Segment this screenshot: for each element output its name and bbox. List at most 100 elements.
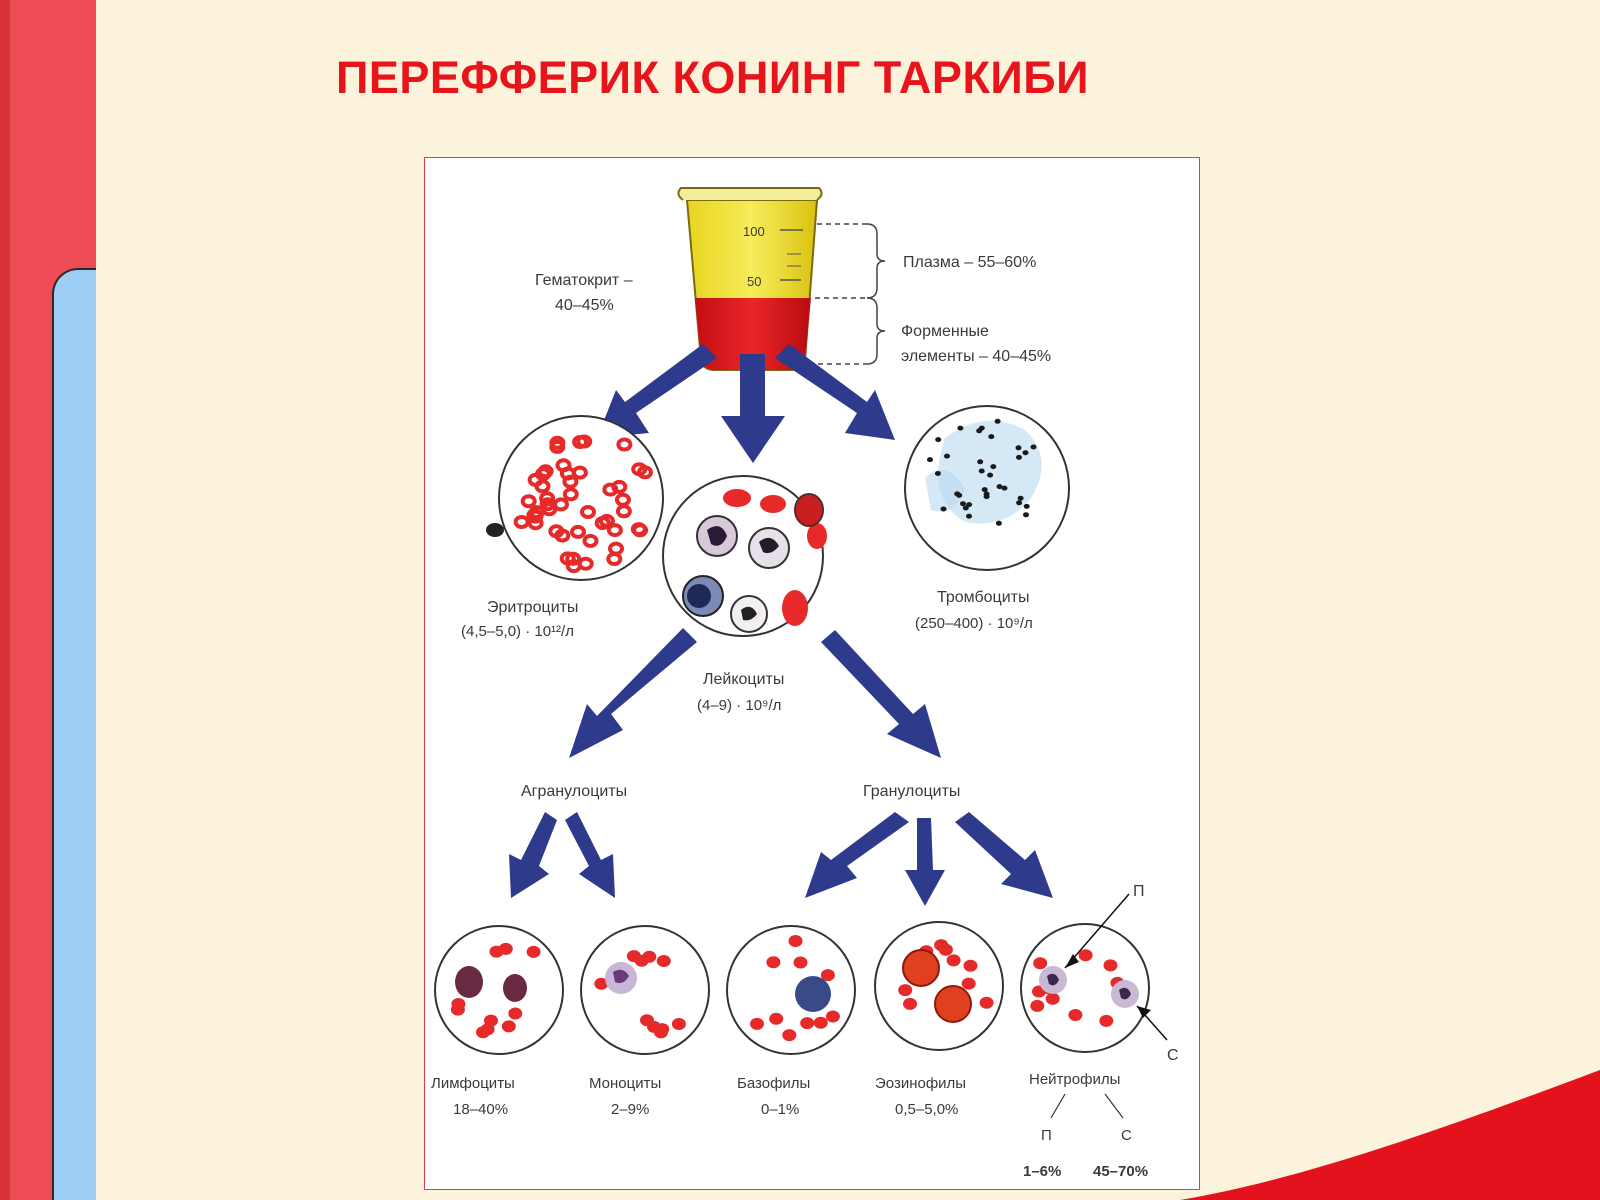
monocytes-name: Моноциты bbox=[589, 1075, 661, 1092]
erythrocyte-cell bbox=[594, 516, 611, 530]
thrombocyte-cell bbox=[983, 494, 990, 500]
formed-label-2: элементы – 40–45% bbox=[901, 348, 1051, 365]
erythrocyte-cell bbox=[513, 515, 530, 529]
basophils-circle bbox=[726, 925, 856, 1055]
monocytes-circle bbox=[580, 925, 710, 1055]
erythrocyte-cell bbox=[671, 1018, 686, 1030]
erythrocyte-cell bbox=[654, 1026, 668, 1039]
erythrocyte-cell bbox=[616, 437, 633, 452]
thrombocyte-cell bbox=[995, 520, 1002, 526]
erythrocyte-cell bbox=[1103, 959, 1118, 972]
hematocrit-label-2: 40–45% bbox=[555, 297, 614, 314]
erythrocyte-cell bbox=[898, 984, 913, 997]
erythrocyte-cell bbox=[526, 945, 541, 958]
thrombocyte-cell bbox=[1016, 454, 1022, 460]
neutrophil-s-label: С bbox=[1121, 1127, 1132, 1144]
beaker-mark-50: 50 bbox=[747, 274, 761, 289]
erythrocyte-cell bbox=[979, 996, 994, 1009]
erythrocytes-value: (4,5–5,0) · 10¹²/л bbox=[461, 623, 574, 640]
erythrocyte-cell bbox=[1045, 992, 1060, 1005]
erythrocyte-cell bbox=[1033, 957, 1048, 970]
thrombocyte-cell bbox=[956, 492, 963, 498]
eosinophils-name: Эозинофилы bbox=[875, 1075, 966, 1092]
thrombocyte-cell bbox=[1016, 500, 1023, 506]
erythrocyte-cell bbox=[820, 969, 835, 982]
thrombocyte-cell bbox=[978, 425, 985, 431]
thrombocytes-circle bbox=[904, 405, 1070, 571]
erythrocyte-cell bbox=[825, 1010, 840, 1023]
granulocytes-label: Гранулоциты bbox=[863, 783, 960, 800]
thrombocyte-cell bbox=[962, 505, 969, 511]
thrombocyte-cell bbox=[934, 471, 941, 476]
erythrocyte-cell bbox=[508, 1007, 523, 1020]
eosinophils-value: 0,5–5,0% bbox=[895, 1101, 958, 1118]
beaker-mark-100: 100 bbox=[743, 224, 765, 239]
formed-label-1: Форменные bbox=[901, 323, 989, 340]
neutrophil-p-pointer: П bbox=[1133, 883, 1145, 900]
page-title: ПЕРЕФФЕРИК КОНИНГ ТАРКИБИ bbox=[336, 52, 1089, 103]
erythrocyte-cell bbox=[631, 462, 648, 477]
erythrocyte-cell bbox=[549, 435, 566, 450]
erythrocyte-cell bbox=[769, 1012, 784, 1025]
thrombocyte-cell bbox=[987, 472, 994, 478]
erythrocyte-cell bbox=[750, 1017, 764, 1030]
erythrocyte-cell bbox=[793, 956, 808, 969]
lymphocytes-value: 18–40% bbox=[453, 1101, 508, 1118]
arrows-to-subtypes bbox=[509, 812, 1053, 906]
neutrophil-s-pointer: С bbox=[1167, 1047, 1179, 1064]
thrombocytes-value: (250–400) · 10⁹/л bbox=[915, 615, 1033, 632]
erythrocytes-name: Эритроциты bbox=[487, 599, 578, 616]
erythrocyte-cell bbox=[632, 523, 649, 538]
thrombocyte-cell bbox=[1023, 503, 1030, 509]
left-decor-blue-bar bbox=[52, 268, 96, 1200]
erythrocyte-cell bbox=[489, 945, 504, 958]
erythrocyte-cell bbox=[565, 559, 582, 574]
erythrocyte-cell bbox=[626, 950, 641, 963]
erythrocyte-cell bbox=[1099, 1014, 1114, 1027]
thrombocyte-cell bbox=[1017, 495, 1024, 501]
thrombocyte-cell bbox=[994, 418, 1001, 424]
erythrocyte-cell bbox=[1068, 1009, 1083, 1021]
thrombocyte-cell bbox=[988, 434, 995, 440]
erythrocyte-cell bbox=[476, 1026, 490, 1039]
agranulocytes-label: Агранулоциты bbox=[521, 783, 627, 800]
blood-composition-diagram: 100 50 Гематокрит – 40–45% Плазма – 55–6… bbox=[431, 187, 1179, 1180]
thrombocyte-cell bbox=[977, 459, 984, 465]
erythrocyte-cell bbox=[534, 479, 551, 494]
erythrocyte-cell bbox=[800, 1017, 815, 1030]
erythrocyte-cell bbox=[963, 959, 978, 972]
erythrocyte-cell bbox=[903, 997, 917, 1010]
erythrocyte-cell bbox=[562, 487, 579, 502]
erythrocyte-cell bbox=[606, 523, 623, 538]
left-decor-shade bbox=[0, 0, 10, 1200]
hematocrit-label-1: Гематокрит – bbox=[535, 272, 633, 289]
erythrocyte-cell bbox=[788, 935, 803, 947]
erythrocyte-cell bbox=[537, 464, 554, 479]
thrombocyte-cell bbox=[1030, 444, 1037, 450]
erythrocyte-cell bbox=[520, 494, 537, 509]
thrombocyte-cell bbox=[957, 425, 964, 431]
erythrocyte-cell bbox=[946, 954, 961, 967]
thrombocyte-cell bbox=[960, 501, 966, 507]
erythrocyte-cell bbox=[611, 479, 628, 494]
thrombocyte-cell bbox=[1015, 445, 1022, 451]
thrombocyte-cell bbox=[935, 437, 942, 443]
basophils-name: Базофилы bbox=[737, 1075, 810, 1092]
erythrocyte-cell bbox=[608, 541, 624, 556]
erythrocyte-cell bbox=[528, 505, 545, 520]
leukocytes-value: (4–9) · 10⁹/л bbox=[697, 697, 781, 714]
erythrocyte-cell bbox=[766, 956, 781, 969]
arrows-from-beaker bbox=[597, 344, 895, 463]
thrombocyte-cell bbox=[1022, 450, 1029, 456]
plasma-brace bbox=[809, 223, 886, 365]
erythrocyte-cell bbox=[614, 492, 631, 507]
thrombocyte-cell bbox=[944, 453, 950, 459]
lymphocytes-name: Лимфоциты bbox=[431, 1075, 515, 1092]
erythrocyte-cell bbox=[570, 524, 586, 539]
erythrocyte-cell bbox=[553, 497, 569, 512]
neutrophils-name: Нейтрофилы bbox=[1029, 1071, 1120, 1088]
erythrocyte-cell bbox=[501, 1020, 516, 1033]
erythrocyte-cell bbox=[554, 528, 571, 543]
erythrocyte-cell bbox=[594, 977, 609, 990]
neutrophil-subtype-lines bbox=[1050, 1093, 1124, 1119]
